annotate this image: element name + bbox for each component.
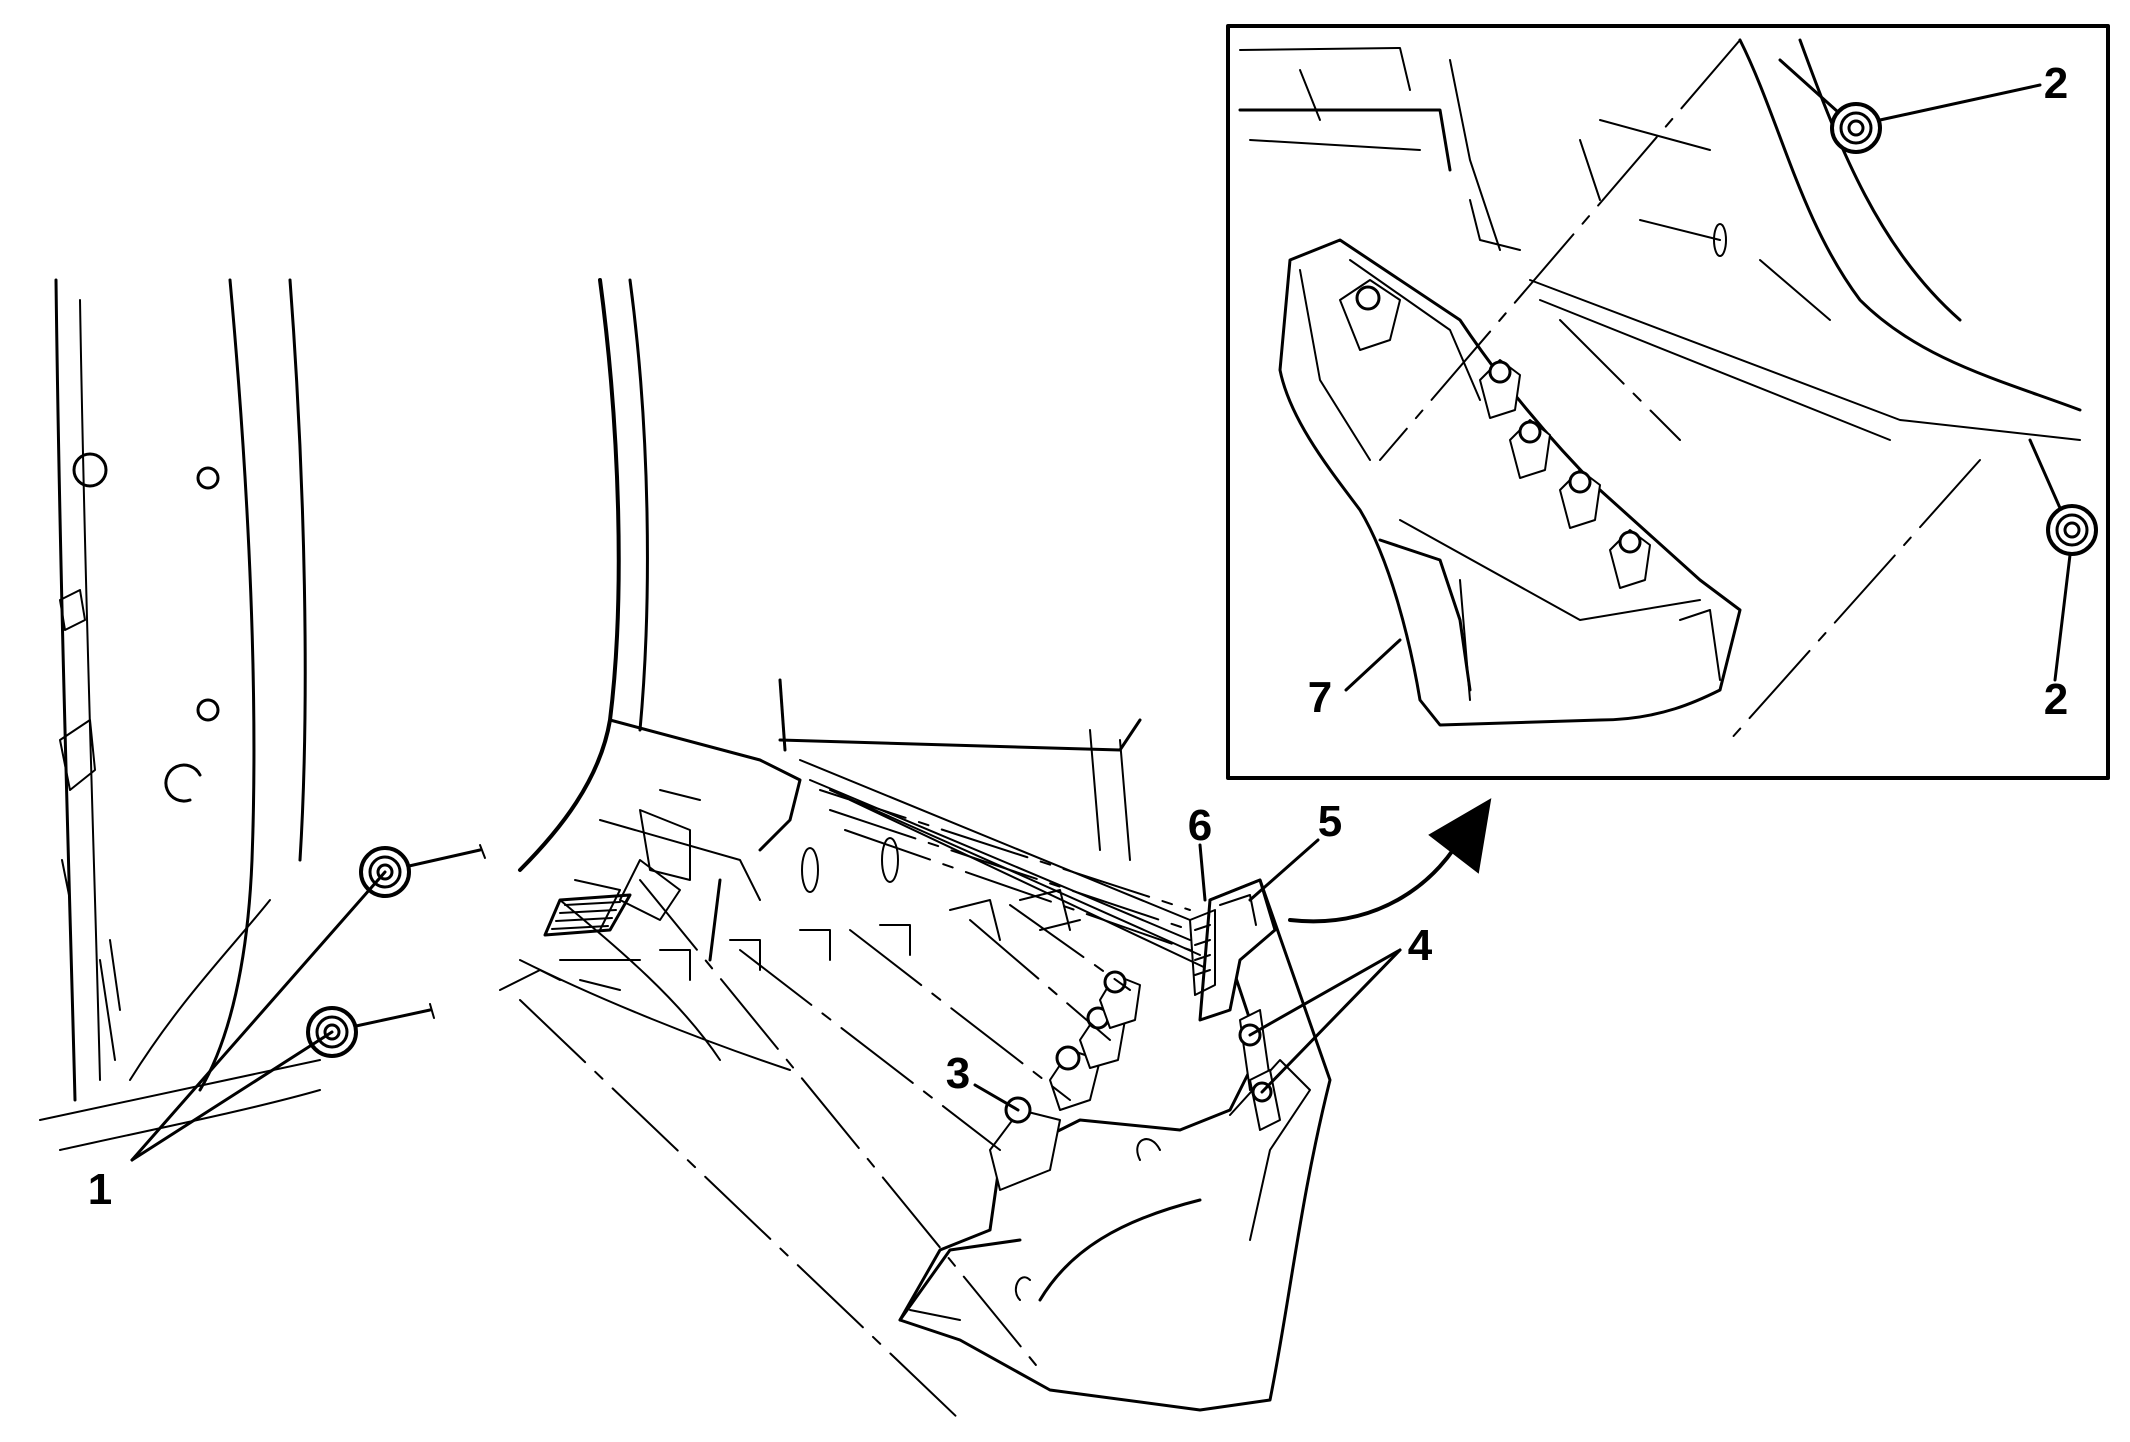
callout-3-retaining-clip: 3 [946,1049,970,1098]
inset-push-pin-lower [2028,438,2098,556]
callout-2-push-pin-upper: 2 [2044,59,2068,108]
floor-vent-grille [543,893,632,937]
inset-push-pin-upper [1778,58,1882,154]
inset-alignment-centerlines [1379,39,1981,741]
push-pin-retainer-lower [306,1003,435,1058]
callout-2-push-pin-lower: 2 [2044,675,2068,724]
sill-clip-slots [659,889,1081,981]
inset-rocker-panel-molding [1278,238,1742,727]
callout-5-end-bracket: 5 [1318,797,1342,846]
inset-retaining-clips [1339,279,1651,589]
molding-retaining-clips [989,970,1281,1191]
view-transfer-arrow [1288,798,1492,924]
callout-4-retaining-clips: 4 [1408,921,1433,970]
molding-end-bracket [1189,878,1277,1022]
push-pin-retainer-upper [359,844,486,898]
inset-view-frame [1226,24,2110,780]
callout-1-push-pin-retainers: 1 [88,1165,112,1214]
leader-lines-inset [1344,83,2072,692]
leader-lines-main [130,838,1402,1162]
alignment-centerlines [519,789,1191,1421]
callout-6-bracket-clip: 6 [1188,801,1212,850]
inset-body-structure [1238,38,2082,441]
rocker-panel-molding [898,878,1332,1412]
pillar-side-details [59,589,121,1061]
door-opening-frame [39,278,649,1151]
pillar-holes [72,452,220,803]
callout-7-rocker-molding: 7 [1308,673,1332,722]
